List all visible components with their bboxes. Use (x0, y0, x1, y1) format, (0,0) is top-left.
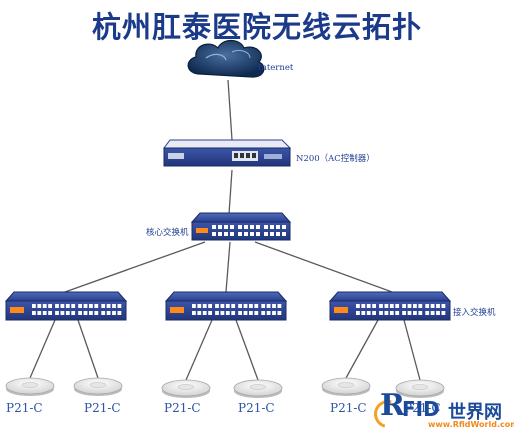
cable-controller-to-core (228, 169, 233, 215)
watermark-logo-text: FID (402, 397, 440, 421)
internet-label: Internet (258, 63, 294, 73)
access-switch-icon (4, 291, 128, 321)
access-switch-icon (164, 291, 288, 321)
ap-label: P21-C (84, 401, 121, 415)
watermark-cn-text: 世界网 (448, 402, 502, 423)
access-point-icon (321, 377, 371, 396)
access-point-icon (73, 377, 123, 396)
watermark-url: www.RfidWorld.com.cn (428, 420, 514, 429)
ap-label: P21-C (6, 401, 43, 415)
ap-label: P21-C (330, 401, 367, 415)
cloud-icon (187, 39, 265, 78)
cable-core-to-access-2 (225, 241, 231, 293)
access-point-icon (161, 379, 211, 398)
cable-core-to-access-3 (254, 241, 393, 293)
access-switch-label: 接入交换机 (453, 308, 496, 318)
access-point-icon (233, 379, 283, 398)
ap-label: P21-C (404, 401, 441, 415)
controller-label: N200（AC控制器） (296, 154, 375, 164)
cable-internet-to-controller (227, 79, 233, 141)
network-cables (29, 79, 421, 381)
cable-access-2-to-ap-3 (185, 319, 213, 381)
diagram-title: 杭州肛泰医院无线云拓扑 (91, 10, 422, 44)
ac-controller-icon (163, 139, 292, 167)
core-switch-icon (190, 212, 292, 241)
access-point-icon (395, 379, 445, 398)
cable-access-3-to-ap-5 (345, 319, 379, 379)
access-point-icon (5, 377, 55, 396)
cable-access-2-to-ap-4 (235, 319, 259, 381)
core-switch-label: 核心交换机 (146, 228, 189, 238)
cable-access-1-to-ap-2 (77, 319, 99, 379)
ap-label: P21-C (238, 401, 275, 415)
cable-access-1-to-ap-1 (29, 319, 56, 379)
watermark-logo: R FID 世界网 www.RfidWorld.com.cn (368, 388, 514, 434)
access-switch-icon (328, 291, 452, 321)
cable-access-3-to-ap-6 (403, 319, 421, 381)
cable-core-to-access-1 (64, 241, 206, 293)
watermark-logo-letter: R (380, 388, 405, 423)
ap-label: P21-C (164, 401, 201, 415)
